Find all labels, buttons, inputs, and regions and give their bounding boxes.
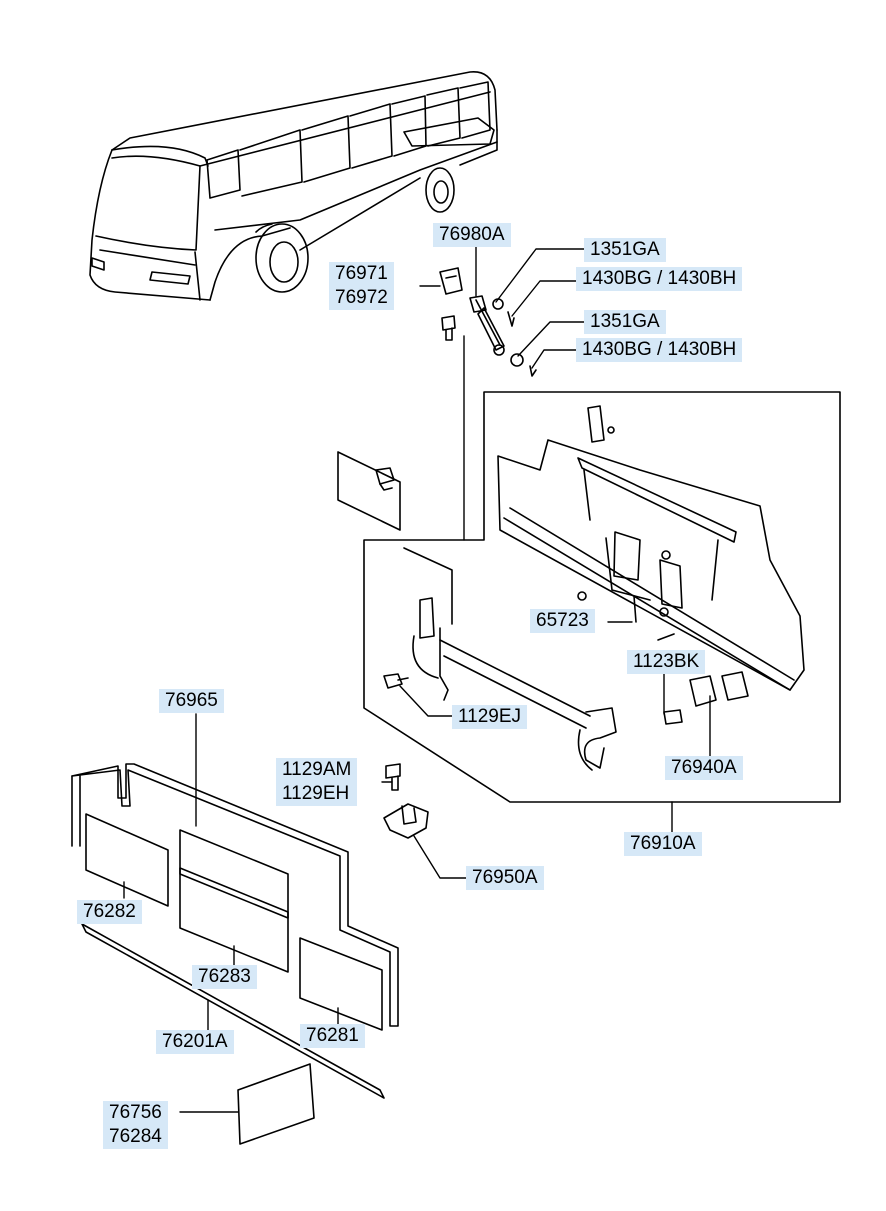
label-76950A[interactable]: 76950A [466, 866, 544, 890]
label-76282[interactable]: 76282 [77, 900, 142, 924]
label-1129EJ[interactable]: 1129EJ [452, 705, 528, 729]
label-76756-76284[interactable]: 76756 76284 [103, 1101, 168, 1149]
leader-lines [123, 245, 711, 1113]
label-76940A[interactable]: 76940A [665, 756, 743, 780]
label-76971-76972[interactable]: 76971 76972 [329, 262, 394, 310]
label-76910A[interactable]: 76910A [624, 832, 702, 856]
label-1351GA-upper[interactable]: 1351GA [584, 238, 666, 262]
label-65723[interactable]: 65723 [530, 609, 595, 633]
bolt-detail-box [337, 451, 453, 625]
label-76283[interactable]: 76283 [192, 965, 257, 989]
label-1430BG-1430BH-upper[interactable]: 1430BG / 1430BH [576, 267, 743, 291]
label-1129AM-1129EH[interactable]: 1129AM 1129EH [276, 758, 358, 806]
bus-illustration [89, 71, 498, 301]
rear-panel-assembly [363, 391, 841, 803]
gas-strut-hardware [439, 267, 537, 377]
label-1351GA-lower[interactable]: 1351GA [584, 310, 666, 334]
bracket-76950A [383, 763, 429, 839]
bulkhead-frame [71, 763, 399, 1145]
label-76201A[interactable]: 76201A [156, 1030, 234, 1054]
label-76281[interactable]: 76281 [300, 1024, 365, 1048]
label-76965[interactable]: 76965 [159, 689, 224, 713]
label-1430BG-1430BH-lower[interactable]: 1430BG / 1430BH [576, 338, 743, 362]
label-76980A[interactable]: 76980A [433, 223, 511, 247]
label-1123BK[interactable]: 1123BK [627, 650, 706, 674]
